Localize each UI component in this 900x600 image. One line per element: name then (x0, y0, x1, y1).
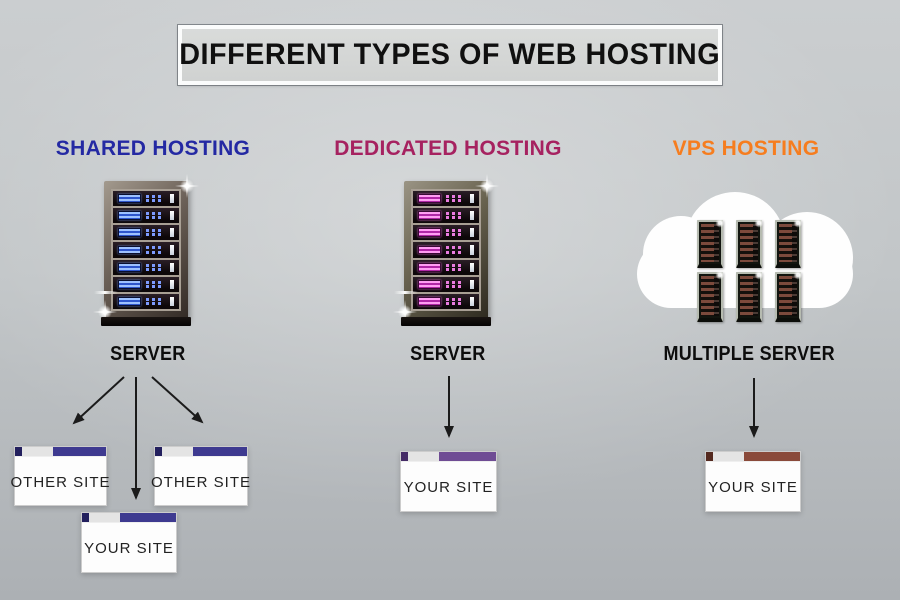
arrow-shared-right-icon (151, 376, 204, 424)
mini-server-icon (775, 218, 803, 268)
dedicated-server-tower-icon (393, 174, 499, 326)
window-shared-other-site-left: OTHER SITE (11, 446, 110, 506)
rack-unit (113, 259, 179, 275)
window-body: YOUR SITE (82, 522, 176, 572)
window-label: YOUR SITE (708, 479, 798, 496)
rack-unit (113, 276, 179, 292)
window-square-icon (155, 447, 162, 456)
mini-server-icon (736, 270, 764, 322)
rack-unit (113, 242, 179, 258)
window-square-icon (706, 452, 713, 461)
window-label: OTHER SITE (10, 473, 111, 491)
server-rack (111, 189, 181, 311)
heading-shared-hosting: SHARED HOSTING (55, 137, 251, 160)
window-body: OTHER SITE (151, 456, 250, 505)
window-tab-icon (408, 452, 439, 461)
cloud-icon (635, 190, 867, 325)
window-titlebar (82, 513, 176, 522)
window-titlebar (706, 452, 800, 461)
window-label: YOUR SITE (403, 479, 494, 496)
window-vps-your-site: YOUR SITE (705, 451, 801, 512)
label-shared-server: SERVER (110, 343, 186, 365)
rack-unit (413, 191, 479, 207)
title-box: DIFFERENT TYPES OF WEB HOSTING (178, 25, 722, 85)
window-titlebar (401, 452, 496, 461)
window-square-icon (15, 447, 22, 456)
rack-unit (413, 225, 479, 241)
window-body: YOUR SITE (706, 461, 800, 511)
label-dedicated-server: SERVER (410, 343, 486, 365)
window-shared-other-site-right: OTHER SITE (151, 446, 250, 506)
server-rack (411, 189, 481, 311)
mini-server-icon (697, 218, 725, 268)
window-tab-icon (22, 447, 53, 456)
rack-unit (113, 225, 179, 241)
rack-unit (413, 293, 479, 309)
rack-unit (413, 242, 479, 258)
window-label: OTHER SITE (151, 473, 252, 491)
rack-unit (113, 191, 179, 207)
arrow-shared-left-icon (72, 376, 125, 425)
window-titlebar (155, 447, 247, 456)
window-body: OTHER SITE (11, 456, 110, 505)
mini-server-icon (697, 270, 725, 322)
window-square-icon (401, 452, 408, 461)
glint-icon (175, 174, 199, 198)
rack-unit (413, 276, 479, 292)
window-tab-icon (713, 452, 744, 461)
heading-dedicated-hosting: DEDICATED HOSTING (334, 137, 562, 160)
rack-unit (113, 208, 179, 224)
rack-unit (113, 293, 179, 309)
window-square-icon (82, 513, 89, 522)
label-multiple-server: MULTIPLE SERVER (663, 343, 835, 365)
heading-vps-hosting: VPS HOSTING (672, 137, 820, 160)
window-dedicated-your-site: YOUR SITE (400, 451, 497, 512)
mini-server-icon (775, 270, 803, 322)
rack-unit (413, 208, 479, 224)
window-tab-icon (89, 513, 120, 522)
mini-server-icon (736, 218, 764, 268)
shared-server-tower-icon (93, 174, 199, 326)
window-titlebar (15, 447, 106, 456)
rack-unit (413, 259, 479, 275)
glint-icon (475, 174, 499, 198)
window-label: YOUR SITE (84, 540, 174, 557)
window-shared-your-site: YOUR SITE (81, 512, 177, 573)
window-body: YOUR SITE (401, 461, 496, 511)
window-tab-icon (162, 447, 193, 456)
page-title: DIFFERENT TYPES OF WEB HOSTING (179, 38, 721, 71)
